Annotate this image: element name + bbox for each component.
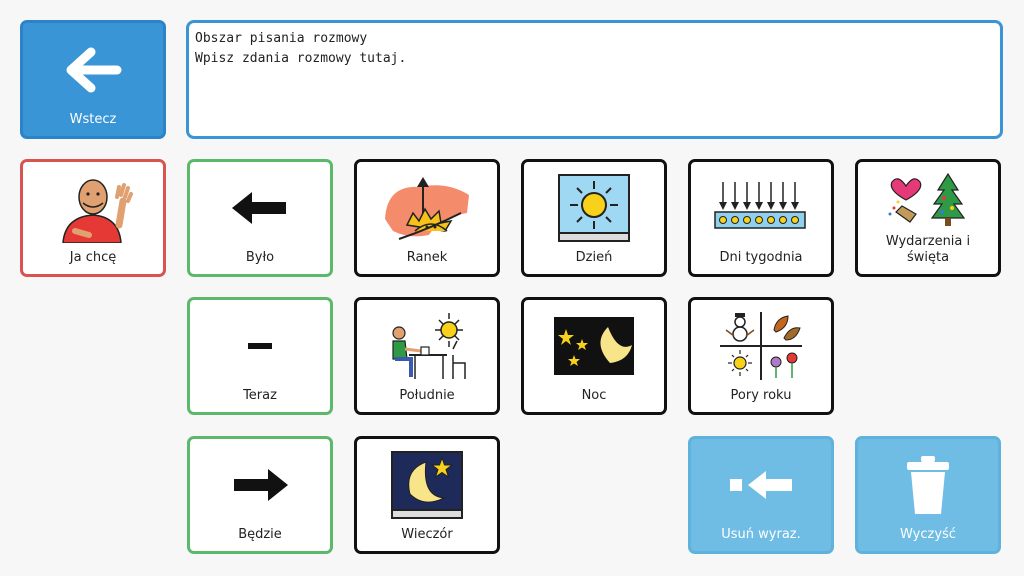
- delete-word-button[interactable]: Usuń wyraz.: [688, 436, 834, 554]
- tile-bedzie[interactable]: Będzie: [187, 436, 333, 554]
- back-button[interactable]: Wstecz: [20, 20, 166, 139]
- noon-lunch-icon: [357, 300, 497, 388]
- tile-bylo[interactable]: Było: [187, 159, 333, 277]
- sunrise-icon: [357, 162, 497, 250]
- tile-wydarzenia[interactable]: Wydarzenia i święta: [855, 159, 1001, 277]
- tile-noc[interactable]: Noc: [521, 297, 667, 415]
- tile-ja-chce[interactable]: Ja chcę: [20, 159, 166, 277]
- tile-label: Dni tygodnia: [719, 250, 803, 265]
- person-waving-icon: [23, 162, 163, 250]
- arrow-left-black-icon: [190, 162, 330, 250]
- tile-teraz[interactable]: Teraz: [187, 297, 333, 415]
- evening-moon-icon: [357, 439, 497, 527]
- tile-label: Ja chcę: [69, 250, 117, 265]
- tile-label: Noc: [581, 388, 607, 403]
- tile-label: Wieczór: [401, 527, 453, 542]
- textarea-title: Obszar pisania rozmowy: [195, 31, 368, 46]
- tile-label: Południe: [399, 388, 455, 403]
- night-moon-icon: [524, 300, 664, 388]
- back-button-label: Wstecz: [69, 112, 117, 127]
- clear-label: Wyczyść: [900, 527, 956, 542]
- backspace-arrow-icon: [691, 439, 831, 527]
- tile-poludnie[interactable]: Południe: [354, 297, 500, 415]
- delete-word-label: Usuń wyraz.: [721, 527, 801, 542]
- tile-ranek[interactable]: Ranek: [354, 159, 500, 277]
- conversation-textarea[interactable]: Obszar pisania rozmowy Wpisz zdania rozm…: [186, 20, 1003, 139]
- tile-label: Było: [245, 250, 275, 265]
- tile-label: Dzień: [575, 250, 613, 265]
- tile-label: Wydarzenia i święta: [885, 234, 971, 265]
- tile-wieczor[interactable]: Wieczór: [354, 436, 500, 554]
- tile-dzien[interactable]: Dzień: [521, 159, 667, 277]
- tile-label: Teraz: [243, 388, 277, 403]
- seasons-icon: [691, 300, 831, 388]
- clear-button[interactable]: Wyczyść: [855, 436, 1001, 554]
- week-days-icon: [691, 162, 831, 250]
- events-holidays-icon: [858, 162, 998, 234]
- tile-dni-tygodnia[interactable]: Dni tygodnia: [688, 159, 834, 277]
- day-sun-icon: [524, 162, 664, 250]
- textarea-hint: Wpisz zdania rozmowy tutaj.: [195, 51, 407, 66]
- tile-pory-roku[interactable]: Pory roku: [688, 297, 834, 415]
- trash-icon: [858, 439, 998, 527]
- arrow-left-icon: [23, 23, 163, 112]
- tile-label: Będzie: [238, 527, 282, 542]
- dash-icon: [190, 300, 330, 388]
- arrow-right-black-icon: [190, 439, 330, 527]
- tile-label: Ranek: [406, 250, 448, 265]
- tile-label: Pory roku: [730, 388, 792, 403]
